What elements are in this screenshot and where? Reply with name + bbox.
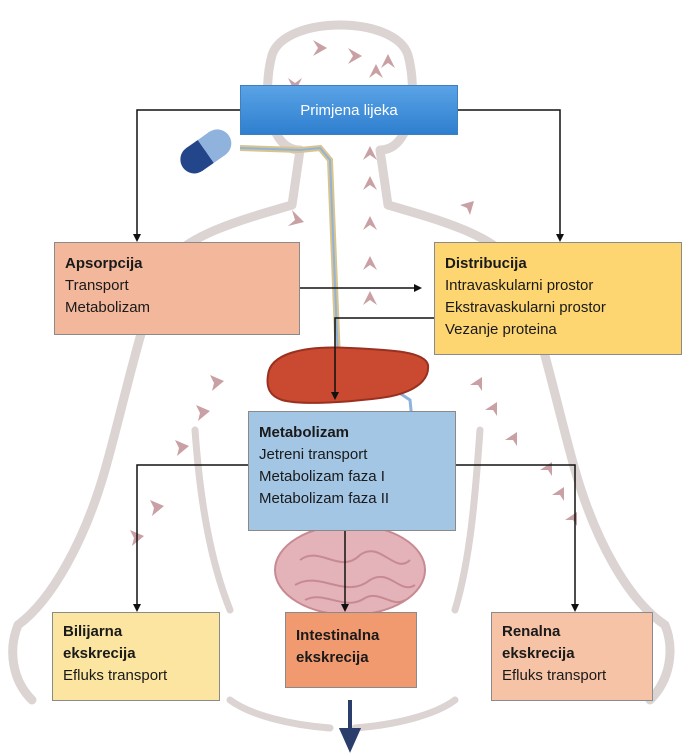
node-primjena-lijeka: Primjena lijeka <box>240 85 458 135</box>
connector-primjena-apsorpcija <box>137 110 240 240</box>
node-intestinalna-ekskrecija: Intestinalna ekskrecija <box>285 612 417 688</box>
node-metabolizam-line: Jetreni transport <box>259 444 445 466</box>
node-metabolizam-line: Metabolizam faza I <box>259 466 445 488</box>
node-distribucija-line: Intravaskularni prostor <box>445 275 671 297</box>
node-apsorpcija-line: Transport <box>65 275 289 297</box>
node-bilijarna-title: ekskrecija <box>63 643 209 665</box>
node-distribucija-line: Vezanje proteina <box>445 319 671 341</box>
node-renalna-title: Renalna <box>502 621 642 643</box>
node-apsorpcija-line: Metabolizam <box>65 297 289 319</box>
node-intestinalna-title: ekskrecija <box>296 647 406 669</box>
node-distribucija-title: Distribucija <box>445 253 671 275</box>
node-metabolizam-title: Metabolizam <box>259 422 445 444</box>
excretion-arrow <box>342 700 358 748</box>
node-metabolizam: Metabolizam Jetreni transport Metaboliza… <box>248 411 456 531</box>
node-intestinalna-title: Intestinalna <box>296 625 406 647</box>
node-renalna-line: Efluks transport <box>502 665 642 687</box>
node-distribucija: Distribucija Intravaskularni prostor Eks… <box>434 242 682 355</box>
intestine-icon <box>275 525 425 615</box>
connector-primjena-distribucija <box>458 110 560 240</box>
node-bilijarna-ekskrecija: Bilijarna ekskrecija Efluks transport <box>52 612 220 701</box>
pill-icon <box>175 124 237 179</box>
node-renalna-ekskrecija: Renalna ekskrecija Efluks transport <box>491 612 653 701</box>
node-apsorpcija: Apsorpcija Transport Metabolizam <box>54 242 300 335</box>
node-bilijarna-line: Efluks transport <box>63 665 209 687</box>
node-primjena-title: Primjena lijeka <box>300 102 398 119</box>
connector-metabolizam-bilijarna <box>137 465 248 610</box>
node-renalna-title: ekskrecija <box>502 643 642 665</box>
node-metabolizam-line: Metabolizam faza II <box>259 488 445 510</box>
node-distribucija-line: Ekstravaskularni prostor <box>445 297 671 319</box>
node-apsorpcija-title: Apsorpcija <box>65 253 289 275</box>
node-bilijarna-title: Bilijarna <box>63 621 209 643</box>
